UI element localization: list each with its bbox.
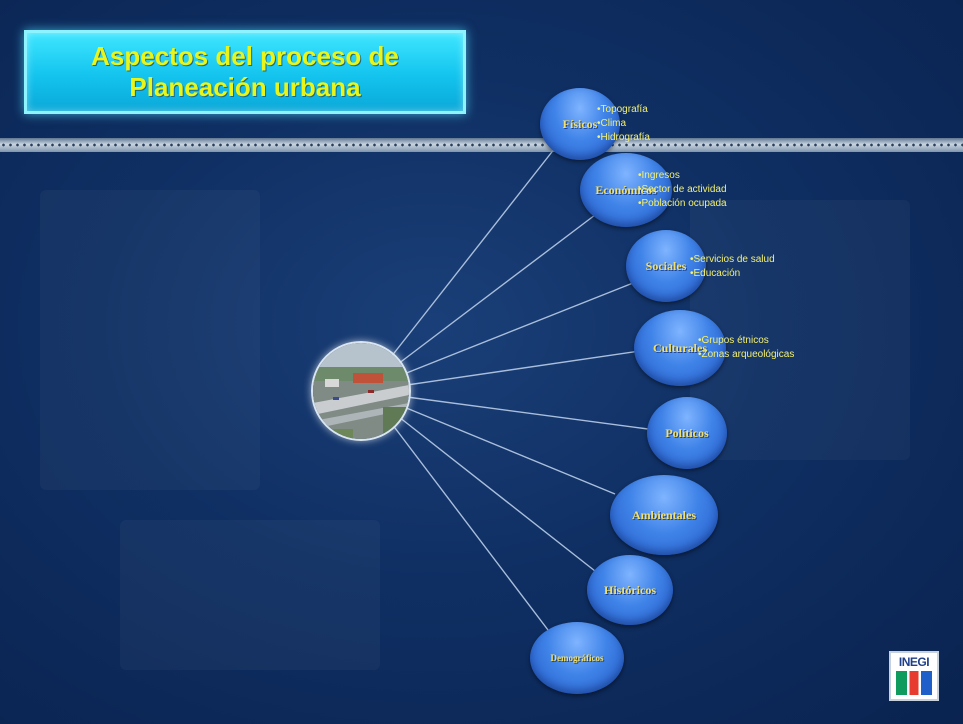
node-details-sociales: •Servicios de salud •Educación — [690, 253, 775, 281]
node-label: Culturales — [653, 340, 707, 355]
detail-item: •Ingresos — [638, 170, 680, 181]
node-ambientales: Ambientales — [610, 475, 718, 555]
node-culturales: Culturales — [634, 310, 726, 386]
node-historicos: Históricos — [587, 555, 673, 625]
node-label: Políticos — [665, 425, 709, 440]
node-details-economicos: •Ingresos •Sector de actividad •Població… — [638, 169, 727, 211]
connector-line — [397, 214, 596, 365]
title-box: Aspectos del proceso de Planeación urban… — [24, 30, 466, 114]
connector-line — [391, 423, 549, 631]
detail-item: •Educación — [690, 268, 741, 279]
node-demograficos: Demográficos — [530, 622, 624, 694]
node-politicos: Políticos — [647, 397, 727, 469]
detail-item: •Servicios de salud — [690, 254, 775, 265]
node-label: Físicos — [562, 116, 598, 131]
city-photo-hub — [311, 341, 411, 441]
city-photo — [313, 343, 409, 439]
detail-item: •Clima — [597, 118, 627, 129]
detail-item: •Grupos étnicos — [698, 335, 769, 346]
node-economicos: Económicos — [580, 153, 672, 227]
detail-item: •Topografía — [597, 104, 648, 115]
slide-title: Aspectos del proceso de Planeación urban… — [91, 41, 399, 102]
node-label: Sociales — [645, 258, 687, 273]
inegi-logo: INEGI — [889, 651, 939, 701]
node-sociales: Sociales — [626, 230, 706, 302]
decorative-band-dots — [0, 143, 963, 147]
node-details-culturales: •Grupos étnicos •Zonas arqueológicas — [698, 334, 794, 362]
logo-text: INEGI — [898, 655, 930, 669]
connector-line — [403, 406, 616, 495]
connector-line — [398, 416, 596, 572]
node-label: Demográficos — [550, 653, 604, 663]
node-label: Ambientales — [632, 507, 696, 522]
node-label: Históricos — [604, 582, 656, 597]
logo-mark — [896, 671, 932, 695]
detail-item: •Población ocupada — [638, 198, 727, 209]
detail-item: •Zonas arqueológicas — [698, 349, 795, 360]
node-label: Económicos — [595, 182, 657, 197]
node-fisicos: Físicos — [540, 88, 620, 160]
connector-line — [390, 147, 556, 358]
detail-item: •Sector de actividad — [638, 184, 727, 195]
node-details-fisicos: •Topografía •Clima •Hidrografía — [597, 103, 650, 145]
connector-line — [406, 396, 649, 430]
detail-item: •Hidrografía — [597, 132, 650, 143]
connector-line — [406, 350, 641, 386]
connector-line — [403, 282, 634, 375]
